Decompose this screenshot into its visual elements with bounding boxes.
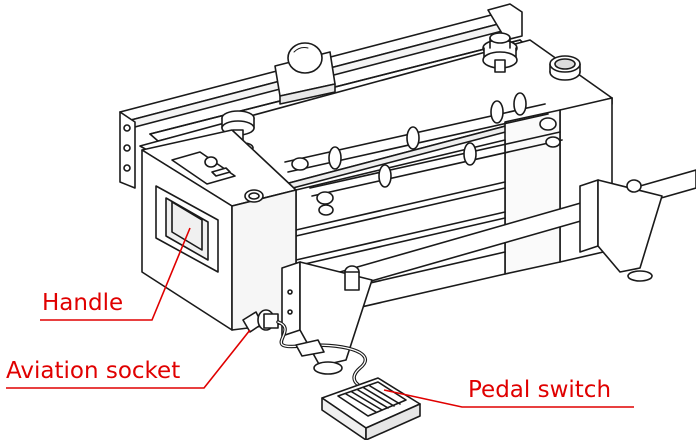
pedal-switch-device (321, 377, 421, 440)
handle-recess (155, 185, 219, 273)
right-rod-bracket (579, 179, 663, 282)
aviation-socket (242, 309, 279, 333)
round-cap (549, 55, 581, 81)
aviation-socket-leader-line (6, 329, 251, 389)
aviation-socket-label: Aviation socket (6, 358, 181, 384)
rollers-upper (328, 92, 527, 170)
pedal-cable (276, 320, 372, 392)
pedal-switch-label: Pedal switch (468, 377, 612, 403)
roller-assembly (284, 92, 563, 216)
slider-block (274, 42, 336, 105)
top-right-knob (482, 32, 518, 73)
handle-leader-line (40, 227, 191, 321)
pedal-switch-leader-line (383, 389, 634, 408)
left-rod-bracket (281, 261, 373, 375)
rollers-lower (378, 142, 477, 188)
handle-label: Handle (42, 290, 124, 316)
